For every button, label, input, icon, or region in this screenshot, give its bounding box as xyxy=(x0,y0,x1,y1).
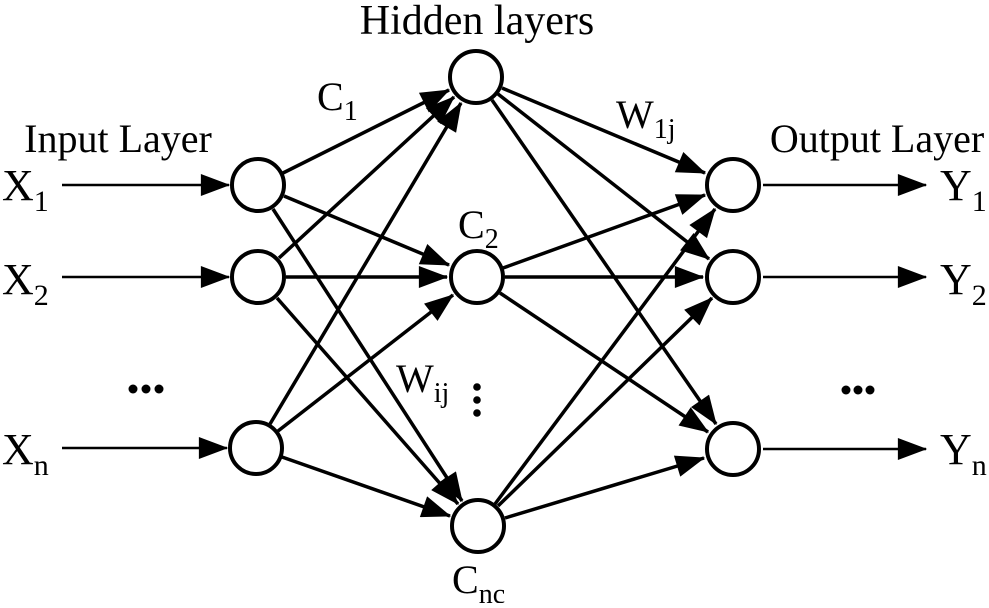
input-labels: X1 X2 Xn xyxy=(2,161,49,482)
hidden-label-c1: C1 xyxy=(317,74,358,127)
dot xyxy=(141,384,151,394)
edge-i1-h2 xyxy=(283,194,451,267)
edge-i3-h3 xyxy=(281,455,452,518)
output-label-y2: Y2 xyxy=(940,255,987,312)
output-node-n xyxy=(705,421,761,477)
output-node-1 xyxy=(705,157,761,213)
dot xyxy=(473,383,481,391)
output-layer-title: Output Layer xyxy=(770,116,984,161)
edge-i1-h3 xyxy=(271,208,464,503)
edge-h3-o1 xyxy=(493,207,717,506)
edge-i3-h1 xyxy=(268,101,463,425)
dot xyxy=(865,385,875,395)
edge-h1-o3 xyxy=(490,99,718,426)
edge-h3-o3 xyxy=(504,455,706,520)
output-ellipsis-icon xyxy=(841,385,875,395)
hidden-label-c2: C2 xyxy=(458,202,499,255)
edge-h2-o1 xyxy=(502,193,707,270)
hidden-layers-title: Hidden layers xyxy=(360,0,594,44)
output-label-yn: Yn xyxy=(940,425,987,482)
weight-label-wij: Wij xyxy=(396,356,449,409)
dot xyxy=(841,385,851,395)
hidden-output-edges xyxy=(490,86,718,520)
input-node-n xyxy=(228,420,284,476)
dot xyxy=(473,409,481,417)
input-label-x1: X1 xyxy=(2,161,49,218)
input-label-x2: X2 xyxy=(2,255,49,312)
edge-i2-h1 xyxy=(277,95,456,260)
edge-h1-o1 xyxy=(501,86,707,175)
input-node-2 xyxy=(230,249,286,305)
hidden-node-labels: C1 C2 Cnc xyxy=(317,74,505,608)
output-layer-nodes xyxy=(705,157,761,477)
edge-i3-h2 xyxy=(276,293,455,433)
hidden-node-2 xyxy=(449,249,505,305)
dot xyxy=(473,396,481,404)
input-label-xn: Xn xyxy=(2,425,49,482)
weight-label-w1j: W1j xyxy=(616,92,676,145)
input-node-1 xyxy=(230,157,286,213)
edge-h1-o2 xyxy=(496,92,711,261)
output-labels: Y1 Y2 Yn xyxy=(940,161,987,482)
hidden-node-nc xyxy=(450,498,506,554)
input-hidden-edges xyxy=(268,88,464,518)
edge-h3-o2 xyxy=(496,296,714,508)
dot xyxy=(128,384,138,394)
input-ellipsis-icon xyxy=(128,384,164,394)
weight-labels: W1j Wij xyxy=(396,92,676,409)
input-arrows xyxy=(62,174,231,459)
input-layer-nodes xyxy=(228,157,286,476)
edge-h2-o3 xyxy=(499,291,710,434)
hidden-label-cnc: Cnc xyxy=(452,557,505,603)
hidden-node-1 xyxy=(448,49,504,105)
hidden-vertical-ellipsis-icon xyxy=(473,383,481,417)
edge-i1-h1 xyxy=(282,88,451,175)
output-label-y1: Y1 xyxy=(940,161,987,218)
dot xyxy=(853,385,863,395)
hidden-layer-nodes xyxy=(448,49,506,554)
dot xyxy=(154,384,164,394)
output-arrows xyxy=(763,174,928,460)
edge-i2-h3 xyxy=(275,296,460,506)
input-layer-title: Input Layer xyxy=(24,116,212,161)
output-node-2 xyxy=(705,249,761,305)
